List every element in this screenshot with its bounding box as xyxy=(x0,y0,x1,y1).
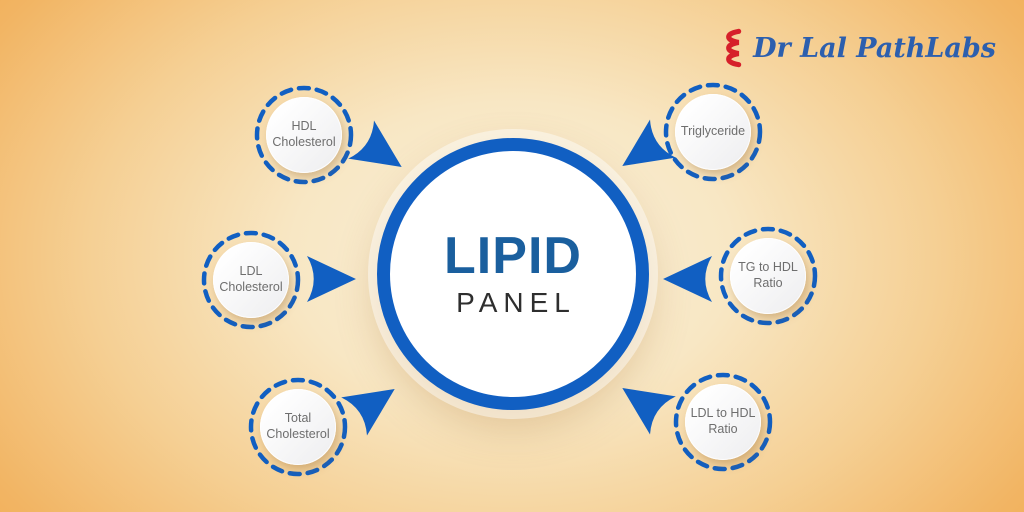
arrowhead-icon xyxy=(622,119,676,166)
dashed-ring-icon xyxy=(673,372,773,472)
arrowhead-icon xyxy=(348,120,402,167)
node-ldl-to-hdl-ratio: LDL to HDL Ratio xyxy=(673,372,773,472)
dashed-ring-icon xyxy=(663,82,763,182)
node-label: LDL to HDL Ratio xyxy=(690,406,756,436)
dashed-ring-icon xyxy=(254,85,354,185)
dashed-ring-icon xyxy=(248,377,348,477)
node-label: Total Cholesterol xyxy=(266,411,330,441)
brand-logo: Dr Lal PathLabs xyxy=(720,28,996,68)
panel-subtitle: PANEL xyxy=(456,287,576,319)
node-label: LDL Cholesterol xyxy=(219,264,283,294)
node-label: TG to HDL Ratio xyxy=(738,260,798,290)
arrowhead-icon xyxy=(622,388,676,435)
brand-name: Dr Lal PathLabs xyxy=(753,32,996,64)
node-hdl-cholesterol: HDL Cholesterol xyxy=(254,85,354,185)
dna-helix-icon xyxy=(726,28,742,68)
arrowhead-icon xyxy=(341,389,395,436)
node-total-cholesterol: Total Cholesterol xyxy=(248,377,348,477)
node-tg-to-hdl-ratio: TG to HDL Ratio xyxy=(718,226,818,326)
node-triglyceride: Triglyceride xyxy=(663,82,763,182)
node-label: Triglyceride xyxy=(680,124,746,139)
arrowhead-icon xyxy=(307,255,356,303)
node-label: HDL Cholesterol xyxy=(272,119,336,149)
dashed-ring-icon xyxy=(718,226,818,326)
dashed-ring-icon xyxy=(201,230,301,330)
node-ldl-cholesterol: LDL Cholesterol xyxy=(201,230,301,330)
panel-title: LIPID xyxy=(444,226,582,285)
arrowhead-icon xyxy=(663,255,712,303)
center-circle: LIPID PANEL xyxy=(377,138,649,410)
